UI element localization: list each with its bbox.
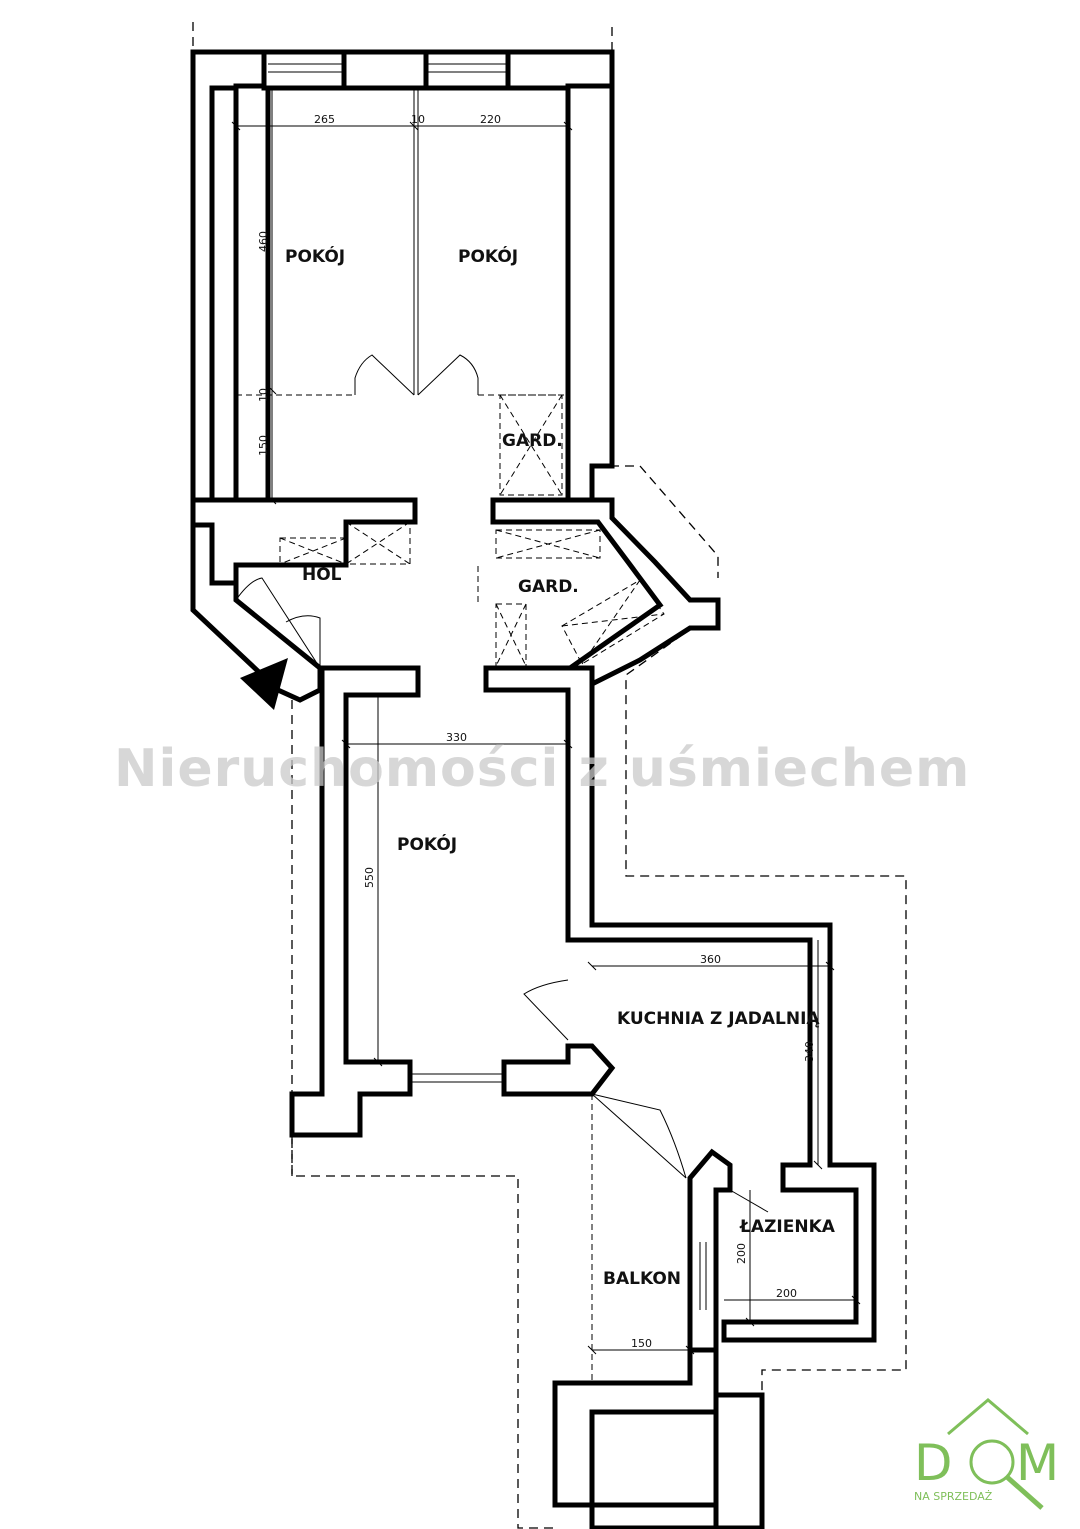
separators bbox=[236, 394, 593, 1383]
dim-220: 220 bbox=[480, 113, 501, 126]
label-balkon: BALKON bbox=[603, 1269, 681, 1289]
dim-550: 550 bbox=[363, 867, 376, 888]
dim-460: 460 bbox=[257, 231, 270, 252]
wall-balkon-base bbox=[589, 1502, 719, 1529]
logo: D M NA SPRZEDAŻ bbox=[914, 1398, 1059, 1510]
logo-letter-d: D bbox=[914, 1434, 953, 1492]
windows bbox=[268, 63, 707, 1310]
dim-330: 330 bbox=[446, 731, 467, 744]
wall-balkon-bottom bbox=[552, 1347, 719, 1508]
doors bbox=[235, 354, 769, 1213]
dim-10-top: 10 bbox=[411, 113, 425, 126]
dim-200-horizontal: 200 bbox=[776, 1287, 797, 1300]
label-pokoj-3: POKÓJ bbox=[397, 833, 457, 855]
wall-window-right bbox=[501, 1043, 616, 1097]
wall-balkon-corner bbox=[713, 1392, 765, 1529]
wall-pillar bbox=[341, 49, 429, 91]
label-pokoj-2: POKÓJ bbox=[458, 245, 518, 267]
label-gard-2: GARD. bbox=[518, 577, 579, 597]
wall-pokoj3-left bbox=[289, 665, 421, 1138]
logo-tagline: NA SPRZEDAŻ bbox=[914, 1490, 993, 1503]
magnifier-icon bbox=[969, 1439, 1015, 1485]
dim-265: 265 bbox=[314, 113, 335, 126]
wall-left-inner bbox=[233, 83, 271, 503]
dim-150-vertical: 150 bbox=[257, 435, 270, 456]
label-pokoj-1: POKÓJ bbox=[285, 245, 345, 267]
wall-right-upper bbox=[565, 83, 615, 503]
label-lazienka: ŁAZIENKA bbox=[739, 1217, 836, 1237]
wall-gard-right bbox=[483, 497, 721, 693]
entrance-arrow-icon bbox=[240, 658, 288, 710]
walls bbox=[190, 49, 877, 1529]
wardrobes bbox=[279, 394, 665, 667]
wall-pokoj3-right bbox=[483, 665, 877, 1343]
dim-150-horizontal: 150 bbox=[631, 1337, 652, 1350]
dim-10-side: 10 bbox=[257, 388, 270, 402]
wall-top-right bbox=[505, 49, 615, 91]
label-gard-1: GARD. bbox=[502, 431, 563, 451]
watermark: Nieruchomości z uśmiechem bbox=[114, 739, 970, 799]
house-roof-icon bbox=[947, 1398, 1029, 1436]
dim-200-vertical: 200 bbox=[735, 1243, 748, 1264]
dim-340: 340 bbox=[803, 1041, 816, 1062]
logo-letter-m: M bbox=[1016, 1434, 1059, 1492]
dimension-lines bbox=[231, 86, 861, 1355]
label-kuchnia: KUCHNIA Z JADALNIĄ bbox=[617, 1009, 820, 1029]
wall-top-seg2 bbox=[423, 49, 511, 91]
wall-top-seg1 bbox=[261, 49, 347, 91]
dim-360: 360 bbox=[700, 953, 721, 966]
label-hol: HOL bbox=[302, 565, 342, 585]
